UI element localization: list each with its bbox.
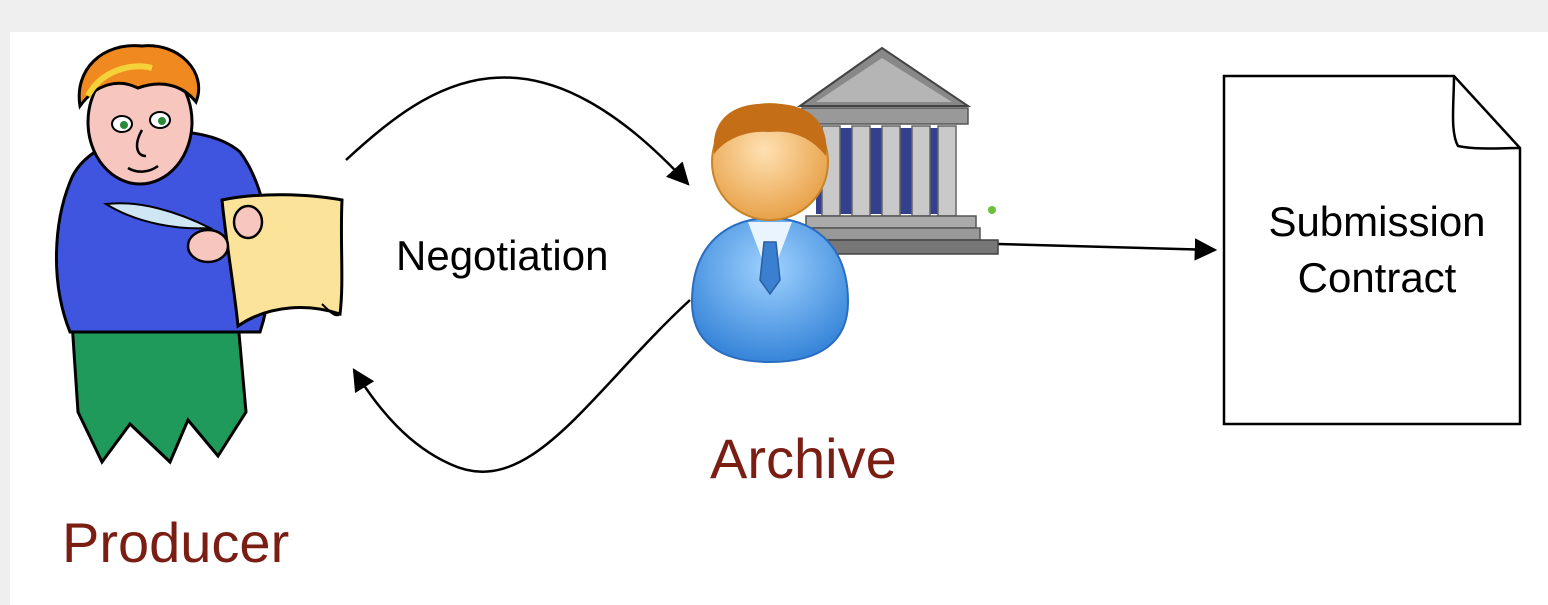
producer-label: Producer <box>62 511 290 574</box>
negotiation-label: Negotiation <box>396 232 609 279</box>
diagram-canvas: Negotiation Archive Producer Submission … <box>10 32 1548 605</box>
negotiation-arrow-to-producer <box>352 299 691 473</box>
submission-contract-text: Submission Contract <box>1222 194 1532 306</box>
document-icon <box>1222 74 1522 426</box>
person-icon <box>690 103 850 364</box>
archive-to-contract-arrow <box>997 238 1218 261</box>
negotiation-arrow-to-archive <box>345 76 690 186</box>
writer-with-quill-icon <box>54 44 344 465</box>
archive-label: Archive <box>710 427 897 490</box>
document-title-line-1: Submission <box>1268 198 1486 245</box>
museum-building-icon <box>793 46 999 255</box>
connector-layer <box>345 76 1218 473</box>
document-title-line-2: Contract <box>1297 254 1457 301</box>
